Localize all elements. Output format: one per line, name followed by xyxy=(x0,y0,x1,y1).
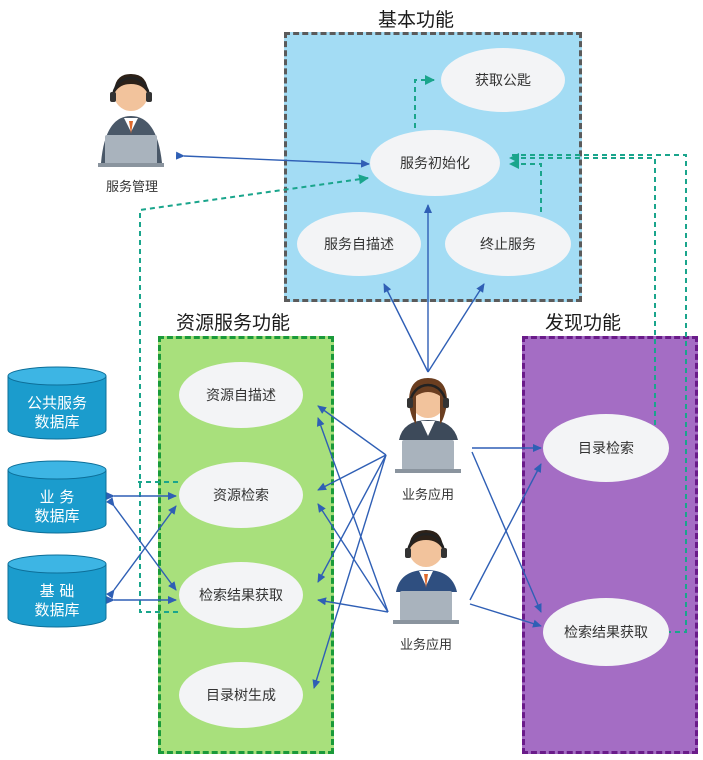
service-init-node: 服务初始化 xyxy=(370,130,500,196)
business-app-2-icon xyxy=(393,530,459,624)
discovery-search-to-init-arrow xyxy=(509,153,656,425)
service-admin-icon xyxy=(98,74,164,167)
public-db-label-line2: 数据库 xyxy=(34,413,80,431)
app1-to-terminate-arrow xyxy=(427,283,485,373)
business-db-icon xyxy=(7,460,107,534)
app2-to-catalog-search xyxy=(469,463,542,601)
business-app-2-label: 业务应用 xyxy=(399,638,452,653)
app1-to-selfdesc-arrow xyxy=(383,283,429,373)
discovery-title: 发现功能 xyxy=(545,312,622,334)
resource-self-description-node: 资源自描述 xyxy=(179,362,303,428)
business-db-label-line1: 业 务 xyxy=(39,488,75,506)
app1-to-discovery-result xyxy=(471,451,542,613)
app1-to-resource-search xyxy=(317,454,387,491)
business-db-label-line2: 数据库 xyxy=(34,507,80,525)
discovery-panel xyxy=(522,336,698,754)
base-db-search-arrow xyxy=(106,505,177,599)
base-db-label-line2: 数据库 xyxy=(34,601,80,619)
public-db-icon xyxy=(7,366,107,440)
service-admin-label: 服务管理 xyxy=(105,180,158,195)
app2-to-result-get xyxy=(317,597,389,613)
app1-to-tree-gen xyxy=(312,454,387,689)
base-db-label-line1: 基 础 xyxy=(39,582,75,600)
base-db-label: 基 础 数据库 xyxy=(8,582,106,620)
public-db-label: 公共服务 数据库 xyxy=(8,394,106,432)
discovery-result-get-node: 检索结果获取 xyxy=(543,598,669,666)
discovery-result-to-init-arrow xyxy=(510,154,687,633)
get-public-key-node: 获取公匙 xyxy=(441,48,565,112)
app2-to-discovery-result xyxy=(469,603,542,628)
basic-functions-title: 基本功能 xyxy=(378,9,455,31)
resource-search-node: 资源检索 xyxy=(179,462,303,528)
business-app-1-label: 业务应用 xyxy=(401,488,454,503)
init-to-key-arrow xyxy=(414,75,435,128)
app2-to-resource-desc xyxy=(316,417,389,613)
base-db-icon xyxy=(7,554,107,628)
public-db-label-line1: 公共服务 xyxy=(26,394,87,412)
business-app-1-icon xyxy=(395,378,461,473)
resource-service-title: 资源服务功能 xyxy=(176,312,291,334)
catalog-search-node: 目录检索 xyxy=(543,414,669,482)
app1-to-result-get xyxy=(317,454,387,583)
business-db-label: 业 务 数据库 xyxy=(8,488,106,526)
app2-to-resource-search xyxy=(317,503,389,613)
resource-to-init-arrow xyxy=(139,174,369,613)
terminate-to-init-arrow xyxy=(509,159,542,212)
search-result-get-node: 检索结果获取 xyxy=(179,562,303,628)
terminate-service-node: 终止服务 xyxy=(445,212,571,276)
app1-to-resource-desc xyxy=(317,405,387,456)
admin-init-arrow xyxy=(175,151,370,168)
service-self-description-node: 服务自描述 xyxy=(297,212,421,276)
catalog-tree-generation-node: 目录树生成 xyxy=(179,662,303,728)
